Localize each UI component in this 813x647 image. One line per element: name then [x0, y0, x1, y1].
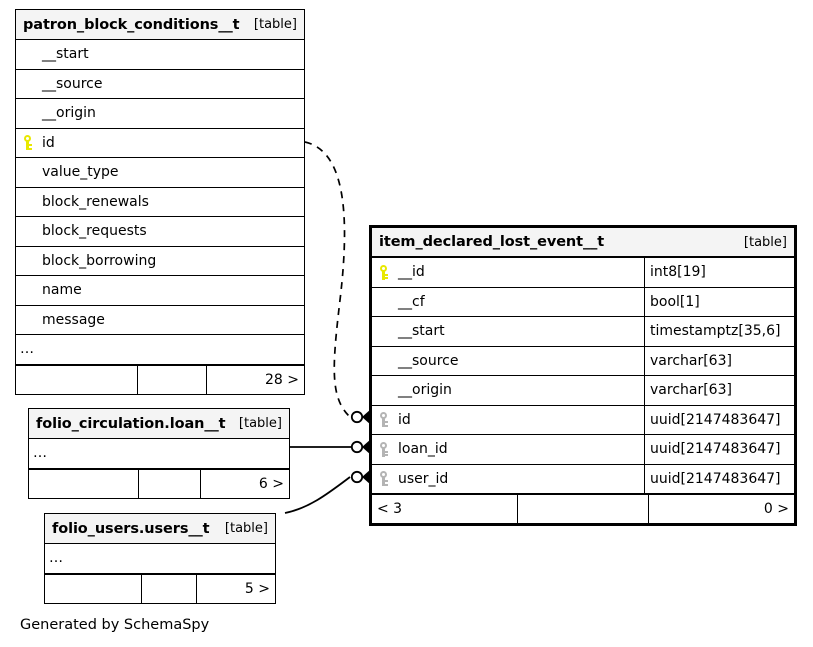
column-name: __origin: [398, 382, 452, 399]
table-row[interactable]: __start timestamptz[35,6]: [372, 317, 794, 347]
table-footer: 28 >: [16, 364, 304, 394]
table-kind-label: [table]: [743, 234, 787, 250]
table-row[interactable]: id: [16, 129, 304, 158]
table-row[interactable]: __id int8[19]: [372, 258, 794, 288]
table-row[interactable]: value_type: [16, 158, 304, 188]
table-header: item_declared_lost_event__t [table]: [372, 228, 794, 258]
key-cell: [372, 471, 396, 487]
table-name: patron_block_conditions__t: [23, 16, 240, 33]
relationship-user-id: [284, 476, 351, 514]
table-row[interactable]: __start: [16, 40, 304, 70]
column-type: uuid[2147483647]: [644, 405, 794, 434]
table-header: folio_circulation.loan__t [table]: [29, 409, 289, 439]
footer-right-count: 28 >: [265, 371, 299, 388]
table-more-columns-row: …: [29, 439, 289, 469]
footer-middle: [142, 574, 197, 603]
crowsfoot-endpoint-id: [350, 409, 371, 425]
table-row[interactable]: message: [16, 306, 304, 335]
primary-key-icon: [379, 264, 389, 280]
table-row[interactable]: id uuid[2147483647]: [372, 405, 794, 435]
generated-by-note: Generated by SchemaSpy: [20, 617, 210, 633]
column-name: name: [42, 282, 82, 299]
column-type: uuid[2147483647]: [644, 464, 794, 493]
table-row[interactable]: block_renewals: [16, 188, 304, 217]
table-row[interactable]: __source: [16, 70, 304, 99]
table-row[interactable]: __origin varchar[63]: [372, 376, 794, 406]
primary-key-icon: [23, 135, 33, 151]
table-header: folio_users.users__t [table]: [45, 514, 275, 544]
column-type: varchar[63]: [644, 346, 794, 375]
key-cell: [16, 135, 40, 151]
table-row[interactable]: loan_id uuid[2147483647]: [372, 435, 794, 465]
footer-left-count: [45, 574, 142, 603]
column-type: uuid[2147483647]: [644, 435, 794, 464]
table-footer: 6 >: [29, 468, 289, 498]
footer-left-count: < 3: [372, 495, 518, 523]
footer-middle: [518, 495, 649, 523]
foreign-key-icon: [379, 412, 389, 428]
more-columns-ellipsis: …: [49, 550, 64, 567]
table-row[interactable]: __origin: [16, 99, 304, 129]
table-row[interactable]: __cf bool[1]: [372, 287, 794, 317]
column-name: __origin: [42, 105, 96, 122]
footer-left-count: [16, 365, 138, 394]
table-item-declared-lost-event[interactable]: item_declared_lost_event__t [table] __id…: [369, 225, 797, 526]
table-more-columns-row: …: [45, 544, 275, 574]
column-name: __source: [398, 352, 459, 369]
footer-right-count: 6 >: [258, 475, 284, 492]
table-name: folio_circulation.loan__t: [36, 415, 226, 432]
column-name: loan_id: [398, 441, 448, 458]
column-name: __id: [398, 264, 425, 281]
column-name: block_borrowing: [42, 252, 157, 269]
column-name: block_requests: [42, 223, 147, 240]
table-more-columns-row: …: [16, 335, 304, 365]
key-cell: [372, 264, 396, 280]
foreign-key-icon: [379, 441, 389, 457]
table-header: patron_block_conditions__t [table]: [16, 10, 304, 40]
table-kind-label: [table]: [224, 521, 268, 536]
table-footer: < 3 0 >: [372, 494, 794, 523]
table-kind-label: [table]: [238, 416, 282, 431]
column-name: id: [42, 134, 55, 151]
footer-middle: [139, 469, 201, 498]
column-name: block_renewals: [42, 193, 149, 210]
column-name: __start: [42, 46, 89, 63]
table-row[interactable]: block_requests: [16, 217, 304, 247]
column-type: int8[19]: [644, 258, 794, 287]
more-columns-ellipsis: …: [20, 341, 35, 358]
column-type: varchar[63]: [644, 376, 794, 405]
foreign-key-icon: [379, 471, 389, 487]
column-name: value_type: [42, 164, 119, 181]
footer-right-count: 0 >: [763, 501, 789, 517]
column-name: __source: [42, 75, 103, 92]
table-kind-label: [table]: [253, 17, 297, 32]
table-name: item_declared_lost_event__t: [379, 234, 605, 250]
table-patron-block-conditions[interactable]: patron_block_conditions__t [table] __sta…: [15, 9, 305, 395]
key-cell: [372, 441, 396, 457]
footer-right-count: 5 >: [244, 580, 270, 597]
column-type: bool[1]: [644, 287, 794, 316]
footer-left-count: [29, 469, 139, 498]
table-name: folio_users.users__t: [52, 520, 210, 537]
table-row[interactable]: user_id uuid[2147483647]: [372, 464, 794, 494]
more-columns-ellipsis: …: [33, 445, 48, 462]
table-folio-circulation-loan[interactable]: folio_circulation.loan__t [table] … 6 >: [28, 408, 290, 499]
footer-middle: [138, 365, 207, 394]
relationship-patron-id: [304, 141, 351, 418]
column-name: message: [42, 311, 105, 328]
table-row[interactable]: block_borrowing: [16, 247, 304, 276]
table-folio-users-users[interactable]: folio_users.users__t [table] … 5 >: [44, 513, 276, 604]
table-row[interactable]: name: [16, 276, 304, 306]
table-row[interactable]: __source varchar[63]: [372, 346, 794, 376]
column-name: id: [398, 411, 411, 428]
column-name: user_id: [398, 470, 449, 487]
column-name: __start: [398, 323, 445, 340]
column-type: timestamptz[35,6]: [644, 317, 794, 346]
table-footer: 5 >: [45, 573, 275, 603]
column-name: __cf: [398, 293, 425, 310]
key-cell: [372, 412, 396, 428]
